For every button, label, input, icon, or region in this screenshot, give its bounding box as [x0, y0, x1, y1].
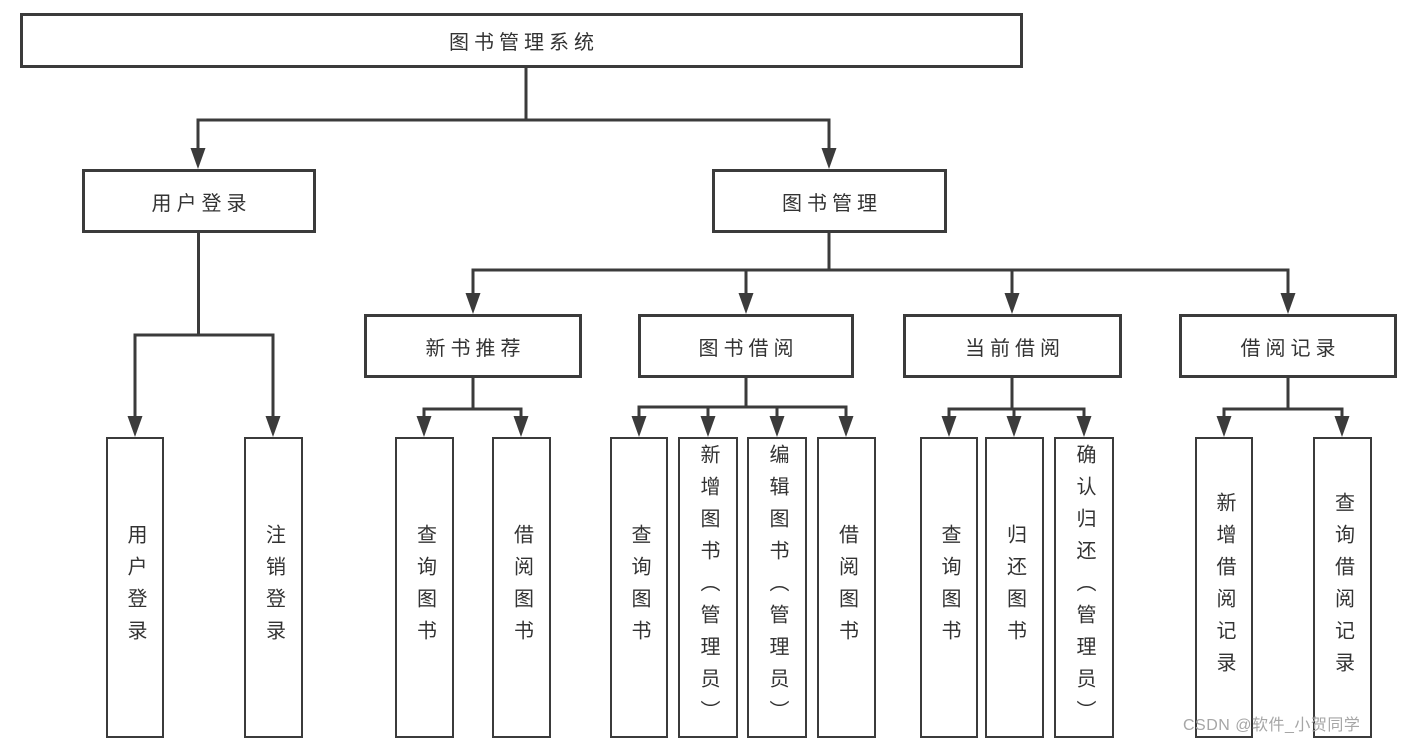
connector-record-to-leaves [1222, 378, 1344, 420]
leaf-user-login-label: 用户登录 [124, 523, 146, 652]
leaf-current-return: 归还图书 [985, 437, 1044, 738]
watermark: CSDN @软件_小贺同学 [1183, 711, 1360, 735]
node-root-label: 图书管理系统 [449, 32, 599, 54]
leaf-logout: 注销登录 [244, 437, 303, 738]
connector-mgmt-to-level3 [471, 233, 1290, 297]
leaf-borrow-add-admin-label: 新增图书（管理员） [697, 443, 719, 732]
leaf-record-query: 查询借阅记录 [1313, 437, 1372, 738]
leaf-current-confirm-admin: 确认归还（管理员） [1054, 437, 1114, 738]
arrowheads-level3 [465, 293, 1296, 314]
leaf-borrow-edit-admin-label: 编辑图书（管理员） [766, 443, 788, 732]
node-book-management-branch-label: 图书管理 [782, 192, 882, 215]
leaf-record-add-label: 新增借阅记录 [1213, 491, 1235, 684]
arrowheads-newbook-leaves [416, 416, 529, 437]
leaf-current-confirm-admin-label: 确认归还（管理员） [1073, 443, 1095, 732]
leaf-record-query-label: 查询借阅记录 [1331, 491, 1354, 684]
arrowheads-borrow-leaves [631, 416, 854, 437]
arrowheads-level2 [190, 148, 837, 169]
node-root-system: 图书管理系统 [20, 13, 1023, 68]
node-borrow-record-label: 借阅记录 [1240, 337, 1341, 360]
connector-newbook-to-leaves [422, 378, 523, 420]
connector-borrow-to-leaves [637, 378, 848, 420]
node-user-login-branch-label: 用户登录 [151, 192, 252, 215]
node-book-borrow-label: 图书借阅 [698, 337, 799, 360]
leaf-borrow-query: 查询图书 [610, 437, 668, 738]
leaf-borrow-edit-admin: 编辑图书（管理员） [747, 437, 807, 738]
arrowheads-record-leaves [1216, 416, 1350, 437]
node-borrow-record: 借阅记录 [1179, 314, 1397, 378]
node-new-book-recommend: 新书推荐 [364, 314, 582, 378]
leaf-newbook-query-label: 查询图书 [413, 523, 436, 652]
leaf-current-query: 查询图书 [920, 437, 978, 738]
leaf-user-login: 用户登录 [106, 437, 164, 738]
node-current-borrow: 当前借阅 [903, 314, 1122, 378]
leaf-current-return-label: 归还图书 [1003, 523, 1026, 652]
node-current-borrow-label: 当前借阅 [965, 337, 1065, 360]
arrowheads-current-leaves [941, 416, 1092, 437]
node-user-login-branch: 用户登录 [82, 169, 316, 233]
leaf-record-add: 新增借阅记录 [1195, 437, 1253, 738]
leaf-logout-label: 注销登录 [262, 523, 285, 652]
leaf-borrow-add-admin: 新增图书（管理员） [678, 437, 738, 738]
node-new-book-recommend-label: 新书推荐 [425, 337, 526, 360]
leaf-borrow-borrow: 借阅图书 [817, 437, 876, 738]
node-book-management-branch: 图书管理 [712, 169, 947, 233]
watermark-text: CSDN @软件_小贺同学 [1183, 717, 1361, 734]
leaf-borrow-borrow-label: 借阅图书 [835, 523, 858, 652]
leaf-newbook-query: 查询图书 [395, 437, 454, 738]
leaf-newbook-borrow: 借阅图书 [492, 437, 551, 738]
leaf-newbook-borrow-label: 借阅图书 [510, 523, 533, 652]
leaf-current-query-label: 查询图书 [938, 523, 960, 652]
node-book-borrow: 图书借阅 [638, 314, 854, 378]
leaf-borrow-query-label: 查询图书 [628, 523, 650, 652]
arrowheads-login-leaves [127, 416, 281, 437]
connector-current-to-leaves [947, 378, 1086, 420]
connector-root-to-level2 [196, 68, 831, 152]
connector-login-to-leaves [133, 233, 275, 420]
